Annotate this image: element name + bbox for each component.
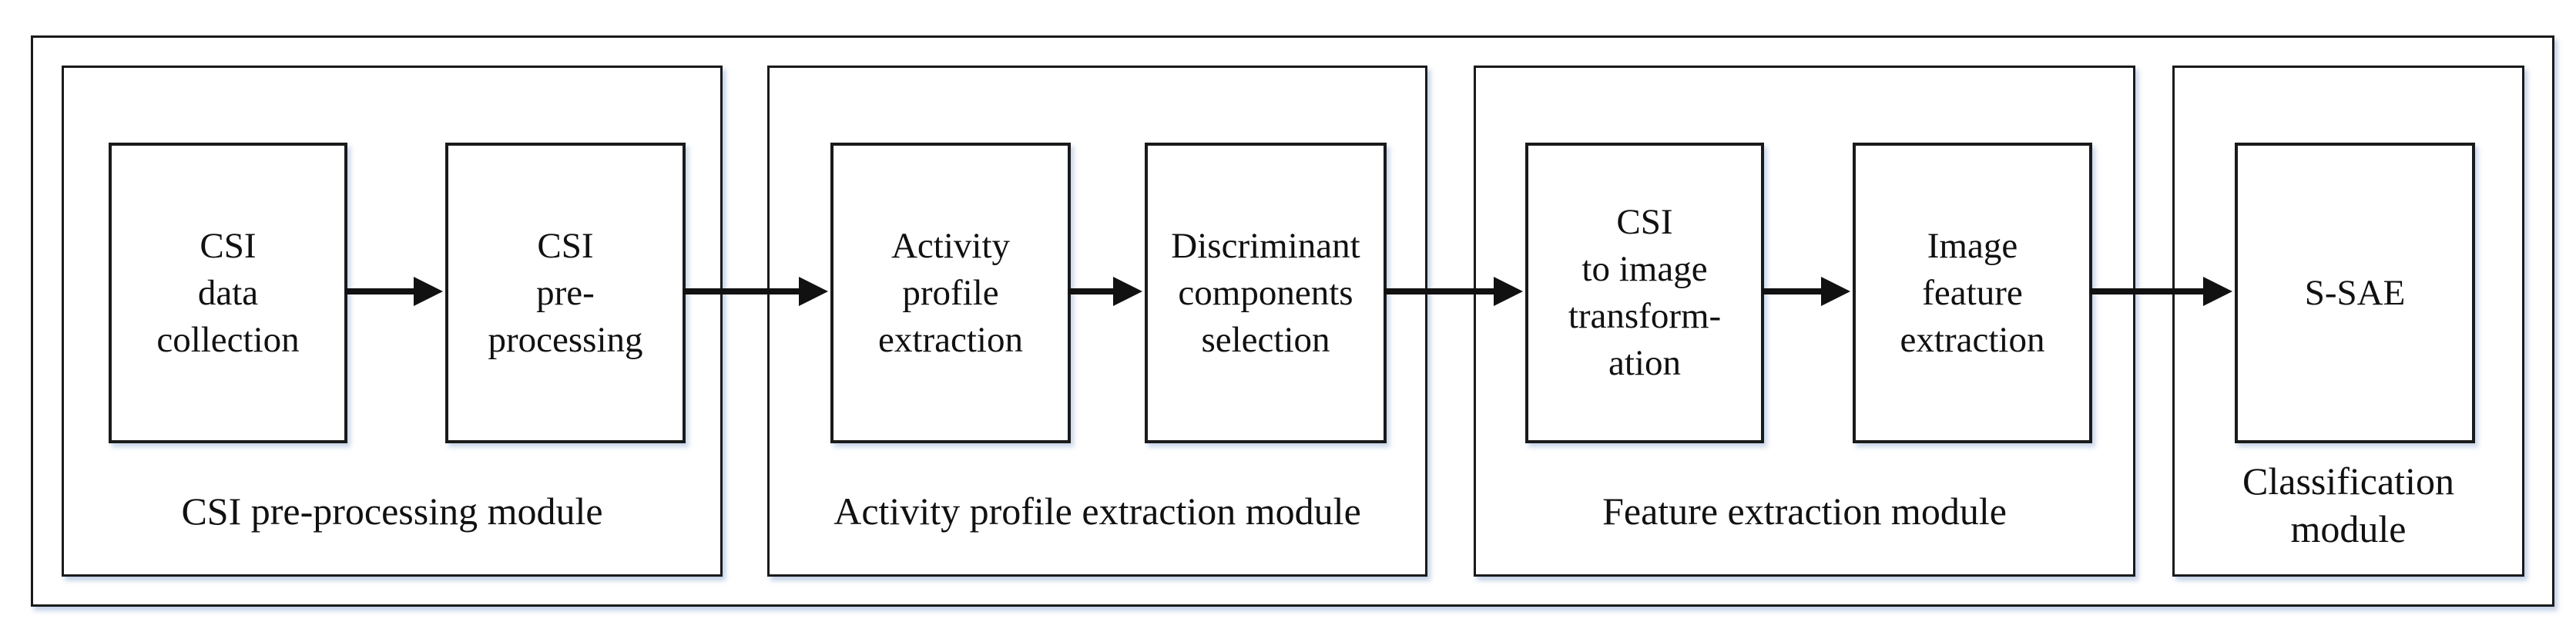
box-activity-profile-extraction: Activity profile extraction — [830, 143, 1071, 443]
module-activity-profile-extraction: Activity profile extraction Discriminant… — [767, 66, 1427, 577]
module-label: Feature extraction module — [1476, 488, 2133, 534]
flow-arrow — [1068, 277, 1142, 306]
module-label-line: Classification — [2242, 459, 2454, 503]
arrow-shaft — [683, 288, 805, 294]
box-text-line: components — [1178, 272, 1353, 313]
box-text-line: data — [197, 272, 259, 313]
box-text-line: selection — [1201, 319, 1330, 360]
box-csi-to-image-transformation: CSI to image transform- ation — [1525, 143, 1764, 443]
box-text-line: to image — [1581, 249, 1708, 289]
box-text-line: collection — [156, 319, 300, 360]
box-text-line: extraction — [878, 319, 1023, 360]
module-label-line: CSI pre-processing module — [181, 490, 603, 533]
arrow-shaft — [345, 288, 420, 294]
box-csi-pre-processing: CSI pre- processing — [445, 143, 686, 443]
module-label: Activity profile extraction module — [770, 488, 1425, 534]
module-label-line: module — [2290, 507, 2407, 550]
module-classification: S-SAE Classification module — [2172, 66, 2524, 577]
arrow-shaft — [1068, 288, 1119, 294]
box-text-line: CSI — [537, 225, 594, 266]
box-text-line: extraction — [1900, 319, 2045, 360]
flow-arrow — [345, 277, 443, 306]
arrow-head-icon — [2203, 277, 2232, 306]
box-text-line: pre- — [536, 272, 595, 313]
box-text-line: S-SAE — [2304, 272, 2406, 313]
module-label-line: Feature extraction module — [1602, 490, 2007, 533]
arrow-shaft — [1384, 288, 1500, 294]
box-text-line: transform- — [1568, 296, 1722, 336]
module-label: Classification module — [2175, 457, 2522, 553]
arrow-head-icon — [799, 277, 828, 306]
arrow-head-icon — [414, 277, 443, 306]
box-text-line: feature — [1922, 272, 2023, 313]
box-image-feature-extraction: Image feature extraction — [1853, 143, 2092, 443]
module-csi-preprocessing: CSI data collection CSI pre- processing … — [62, 66, 723, 577]
module-label: CSI pre-processing module — [64, 488, 720, 534]
box-text-line: Discriminant — [1171, 225, 1360, 266]
flow-arrow — [1384, 277, 1523, 306]
box-text-line: Image — [1927, 225, 2018, 266]
box-text-line: profile — [902, 272, 999, 313]
box-csi-data-collection: CSI data collection — [109, 143, 347, 443]
module-feature-extraction: CSI to image transform- ation Image feat… — [1474, 66, 2135, 577]
module-label-line: Activity profile extraction module — [834, 490, 1361, 533]
flow-arrow — [2090, 277, 2232, 306]
arrow-head-icon — [1821, 277, 1850, 306]
box-text-line: processing — [488, 319, 643, 360]
box-text-line: ation — [1608, 343, 1681, 383]
arrow-head-icon — [1113, 277, 1142, 306]
arrow-shaft — [1762, 288, 1827, 294]
arrow-head-icon — [1494, 277, 1523, 306]
arrow-shaft — [2090, 288, 2209, 294]
box-text-line: Activity — [891, 225, 1011, 266]
flow-arrow — [1762, 277, 1850, 306]
box-text-line: CSI — [200, 225, 257, 266]
box-discriminant-components-selection: Discriminant components selection — [1145, 143, 1387, 443]
flow-arrow — [683, 277, 828, 306]
box-text-line: CSI — [1616, 202, 1673, 242]
box-s-sae: S-SAE — [2235, 143, 2475, 443]
